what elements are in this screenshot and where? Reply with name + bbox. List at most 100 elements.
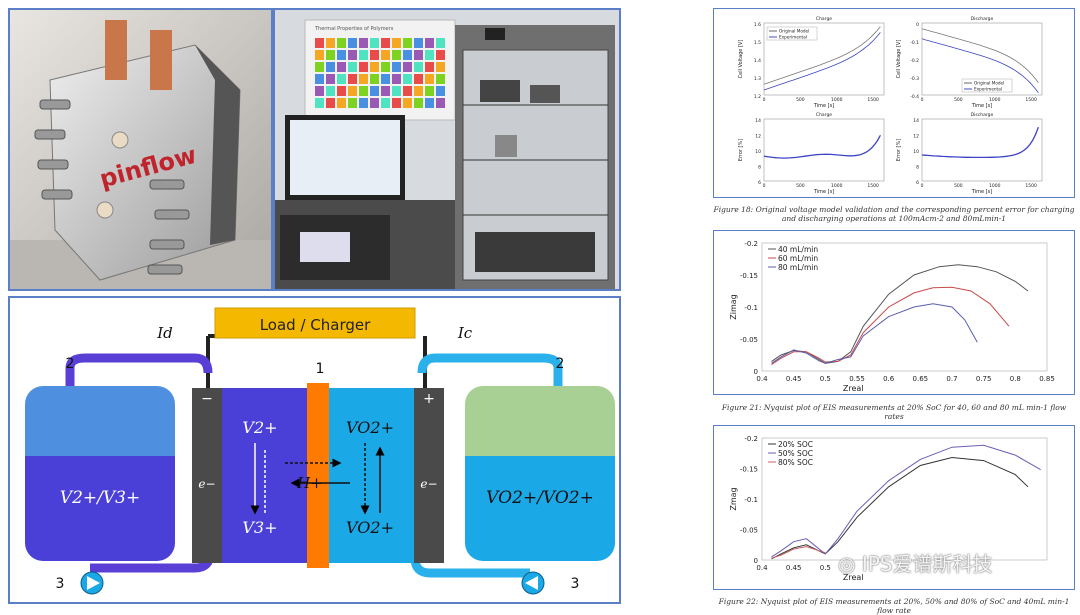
y-tick-label: 1.6 [754, 22, 761, 28]
x-axis-label: Time [s] [971, 103, 992, 109]
poster-cell [326, 98, 335, 108]
y-tick-label: 12 [755, 134, 761, 140]
y-tick-label: 6 [758, 180, 761, 186]
poster-cell [392, 50, 401, 60]
poster-cell [436, 86, 445, 96]
y-tick-label: 8 [758, 165, 761, 171]
x-tick-label: 0.5 [820, 564, 831, 572]
copper-tab-right [150, 30, 172, 90]
x-tick-label: 1500 [1025, 183, 1037, 189]
poster-cell [337, 38, 346, 48]
y-axis-label: Cell Voltage [V] [896, 40, 902, 79]
vrfb-schematic-drawing: Load / Charger V2+/V3+ VO2+/VO2+ − + e− … [25, 307, 615, 595]
x-axis-label: Zreal [843, 384, 864, 393]
legend-label: Experimental [779, 35, 807, 40]
x-tick-label: 0.45 [786, 375, 802, 383]
y-tick-label: 8 [916, 165, 919, 171]
x-tick-label: 0.4 [756, 375, 768, 383]
poster-cell [414, 62, 423, 72]
poster-cell [337, 62, 346, 72]
y-tick-label: 1.5 [754, 40, 761, 46]
axis-frame [921, 118, 1043, 182]
poster-cell [403, 38, 412, 48]
load-charger-label: Load / Charger [260, 316, 371, 334]
v2-label: V2+ [242, 418, 277, 437]
y-axis-label: Zmag [729, 487, 738, 510]
series-line-original [763, 26, 881, 85]
legend-label: 50% SOC [778, 449, 813, 458]
poster-cell [414, 86, 423, 96]
x-tick-label: 0 [763, 183, 766, 189]
chart-title: Charge [816, 112, 832, 118]
x-tick-label: 0.5 [820, 375, 831, 383]
right-tank-label: VO2+/VO2+ [486, 488, 594, 508]
y-tick-label: -0.05 [740, 336, 758, 344]
poster-cell [315, 62, 324, 72]
poster-cell [315, 38, 324, 48]
vo2plus-label: VO2+ [346, 418, 394, 437]
x-axis-label: Time [s] [813, 103, 834, 109]
chart-title: Charge [816, 16, 832, 22]
y-tick-label: 0 [916, 22, 919, 28]
poster-cell [370, 98, 379, 108]
x-tick-label: 500 [796, 97, 805, 103]
lab-setup-photo: Thermal Properties of Polymers [273, 8, 621, 291]
negolyte-tank [25, 386, 175, 561]
id-current-label: Id [156, 324, 173, 342]
poster-cell [381, 74, 390, 84]
poster-cell [326, 74, 335, 84]
y-tick-label: 1.2 [754, 94, 761, 100]
poster-cell [425, 62, 434, 72]
poster-cell [348, 86, 357, 96]
negative-electrode [192, 388, 222, 563]
y-axis-label: Cell Voltage [V] [738, 40, 744, 79]
y-tick-label: 1.4 [754, 58, 761, 64]
series-line-experimental [763, 134, 881, 159]
series-line [771, 546, 826, 559]
poster-cell [392, 62, 401, 72]
axis-frame [761, 242, 1048, 372]
y-tick-label: -0.15 [740, 272, 758, 280]
x-tick-label: 0.8 [1010, 375, 1021, 383]
x-tick-label: 0.85 [1039, 375, 1055, 383]
minus-sign: − [201, 391, 213, 407]
x-tick-label: 0.6 [883, 375, 895, 383]
legend-label: 80 mL/min [778, 263, 818, 272]
poster-cell [315, 74, 324, 84]
poster-cell [403, 86, 412, 96]
poster-cell [392, 38, 401, 48]
positive-half-cell [329, 388, 414, 563]
y-tick-label: 10 [755, 149, 761, 155]
y-tick-label: -0.2 [744, 240, 758, 248]
poster-cell [359, 74, 368, 84]
y-tick-label: -0.2 [744, 435, 758, 443]
y-tick-label: 1.3 [754, 76, 761, 82]
positive-electrode [414, 388, 444, 563]
poster-cell [425, 38, 434, 48]
x-tick-label: 0.55 [849, 375, 865, 383]
left-tank-label: V2+/V3+ [60, 488, 140, 508]
caption-figure-22: Figure 22: Nyquist plot of EIS measureme… [718, 597, 1070, 615]
axis-frame [761, 437, 1048, 561]
poster-cell [392, 86, 401, 96]
poster-cell [381, 38, 390, 48]
chart-title: Discharge [971, 112, 994, 118]
y-tick-label: 6 [916, 180, 919, 186]
x-tick-label: 1000 [831, 183, 843, 189]
poster-cell [359, 62, 368, 72]
poster-cell [425, 98, 434, 108]
v3-label: V3+ [242, 518, 277, 537]
legend-label: Experimental [974, 87, 1002, 92]
caption-figure-18: Figure 18: Original voltage model valida… [713, 205, 1075, 223]
x-tick-label: 500 [954, 97, 963, 103]
poster-cell [315, 86, 324, 96]
vo2plus-bottom-label: VO2+ [346, 518, 394, 537]
ic-current-label: Ic [457, 324, 473, 342]
poster-cell [392, 98, 401, 108]
poster-cell [359, 86, 368, 96]
poster-cell [348, 38, 357, 48]
legend-box [766, 26, 818, 41]
